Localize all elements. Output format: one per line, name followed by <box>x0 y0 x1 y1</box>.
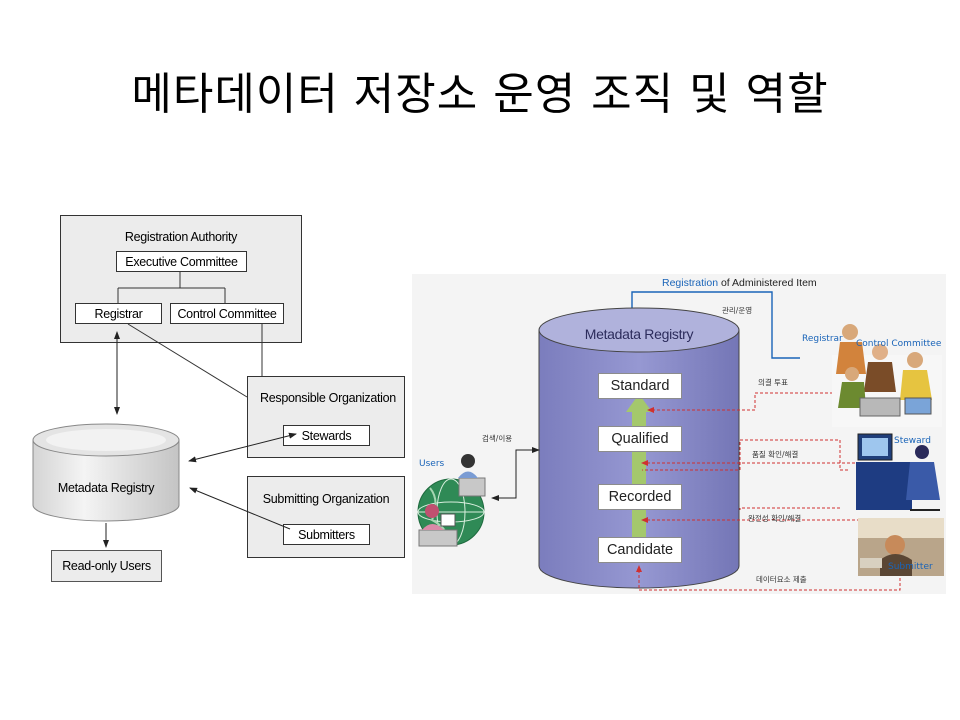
registrar-box: Registrar <box>75 303 162 324</box>
page-title: 메타데이터 저장소 운영 조직 및 역할 <box>131 69 829 120</box>
registration-authority-label: Registration Authority <box>124 230 238 244</box>
stage-recorded: Recorded <box>598 484 682 510</box>
search-label: 검색/이용 <box>482 434 513 443</box>
control-committee-label: Control Committee <box>856 339 942 349</box>
manage-label: 관리/운영 <box>722 306 753 315</box>
responsible-organization-label: Responsible Organization <box>260 391 396 405</box>
readonly-users-box: Read-only Users <box>51 550 162 582</box>
control-committee-illustration <box>832 324 942 427</box>
control-committee-box: Control Committee <box>170 303 284 324</box>
submitters-box: Submitters <box>283 524 370 545</box>
steward-illustration <box>856 433 940 511</box>
registration-header-suffix: of Administered Item <box>718 277 817 289</box>
vote-label: 의결 투표 <box>758 378 788 387</box>
stewards-box: Stewards <box>283 425 370 446</box>
submitting-organization-label: Submitting Organization <box>262 492 390 506</box>
registration-header: Registration of Administered Item <box>662 277 817 289</box>
users-label: Users <box>419 459 445 469</box>
stage-candidate: Candidate <box>598 537 682 563</box>
submitter-label: Submitter <box>888 562 933 572</box>
registration-header-prefix: Registration <box>662 277 719 289</box>
executive-committee-box: Executive Committee <box>116 251 247 272</box>
steward-label: Steward <box>894 436 931 446</box>
metadata-registry-label: Metadata Registry <box>57 481 155 495</box>
stage-qualified: Qualified <box>598 426 682 452</box>
submitter-photo <box>858 518 944 576</box>
quality-label: 품질 확인/해결 <box>752 450 799 459</box>
submit-label: 데이터요소 제출 <box>756 575 807 584</box>
complete-label: 완전성 확인/해결 <box>748 514 802 523</box>
stage-standard: Standard <box>598 373 682 399</box>
right-registry-title: Metadata Registry <box>584 326 694 342</box>
registrar-label: Registrar <box>802 334 843 344</box>
